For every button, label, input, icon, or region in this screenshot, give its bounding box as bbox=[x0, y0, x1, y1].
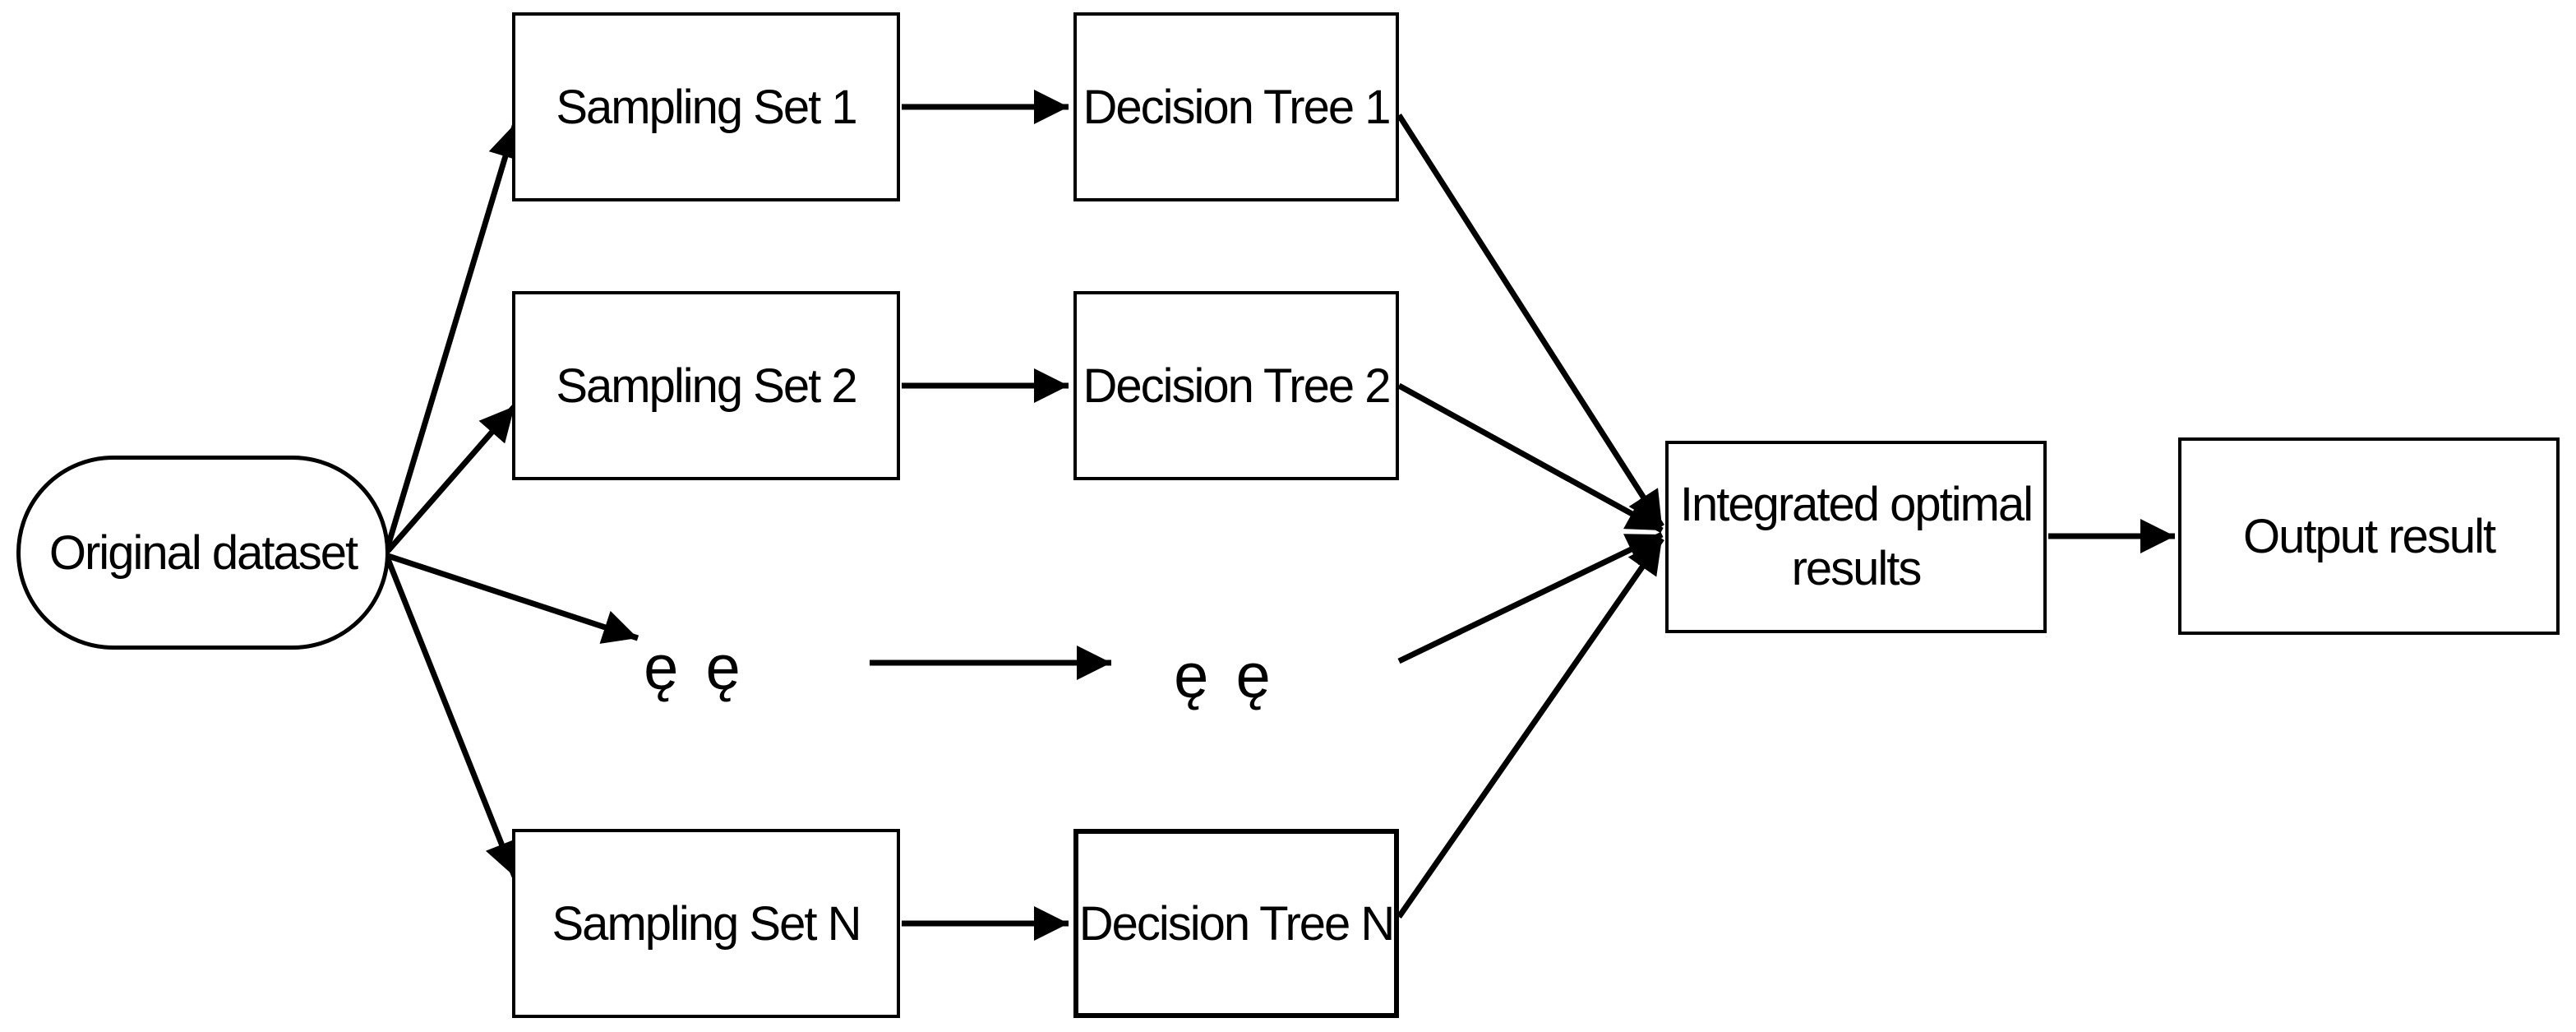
edge-ellipsis-tree-to-integrated bbox=[1397, 531, 1664, 664]
node-integrated-optimal-results: Integrated optimal results bbox=[1665, 441, 2047, 633]
node-decision-tree-1-label: Decision Tree 1 bbox=[1083, 80, 1392, 134]
edge-original-to-sampling-set-1 bbox=[385, 122, 522, 548]
node-output-result: Output result bbox=[2178, 437, 2560, 635]
edge-original-to-sampling-set-n bbox=[385, 558, 518, 878]
ellipsis-tree-label: ę ę bbox=[1174, 641, 1276, 711]
node-decision-tree-1: Decision Tree 1 bbox=[1073, 12, 1399, 201]
node-sampling-set-1: Sampling Set 1 bbox=[512, 12, 900, 201]
node-original-dataset-label: Original dataset bbox=[48, 525, 358, 580]
node-sampling-set-1-label: Sampling Set 1 bbox=[556, 80, 857, 134]
edge-tree-n-to-integrated bbox=[1396, 537, 1664, 919]
ellipsis-sampling-column: ę ę bbox=[644, 632, 746, 704]
node-original-dataset: Original dataset bbox=[16, 456, 390, 650]
ellipsis-sampling-label: ę ę bbox=[644, 632, 746, 703]
node-sampling-set-n: Sampling Set N bbox=[512, 829, 900, 1018]
ellipsis-tree-column: ę ę bbox=[1174, 641, 1276, 712]
node-decision-tree-n-label: Decision Tree N bbox=[1078, 896, 1396, 951]
node-integrated-optimal-results-label: Integrated optimal results bbox=[1679, 477, 2034, 595]
node-output-result-label: Output result bbox=[2242, 509, 2496, 563]
edge-original-to-sampling-set-2 bbox=[385, 404, 517, 553]
node-decision-tree-2-label: Decision Tree 2 bbox=[1083, 359, 1392, 413]
node-sampling-set-2: Sampling Set 2 bbox=[512, 291, 900, 480]
node-sampling-set-2-label: Sampling Set 2 bbox=[556, 359, 857, 413]
node-sampling-set-n-label: Sampling Set N bbox=[552, 896, 862, 951]
edge-original-to-ellipsis bbox=[386, 553, 639, 644]
edge-tree-1-to-integrated bbox=[1396, 113, 1664, 528]
node-decision-tree-2: Decision Tree 2 bbox=[1073, 291, 1399, 480]
node-decision-tree-n: Decision Tree N bbox=[1073, 829, 1399, 1018]
edge-tree-2-to-integrated bbox=[1397, 382, 1664, 534]
